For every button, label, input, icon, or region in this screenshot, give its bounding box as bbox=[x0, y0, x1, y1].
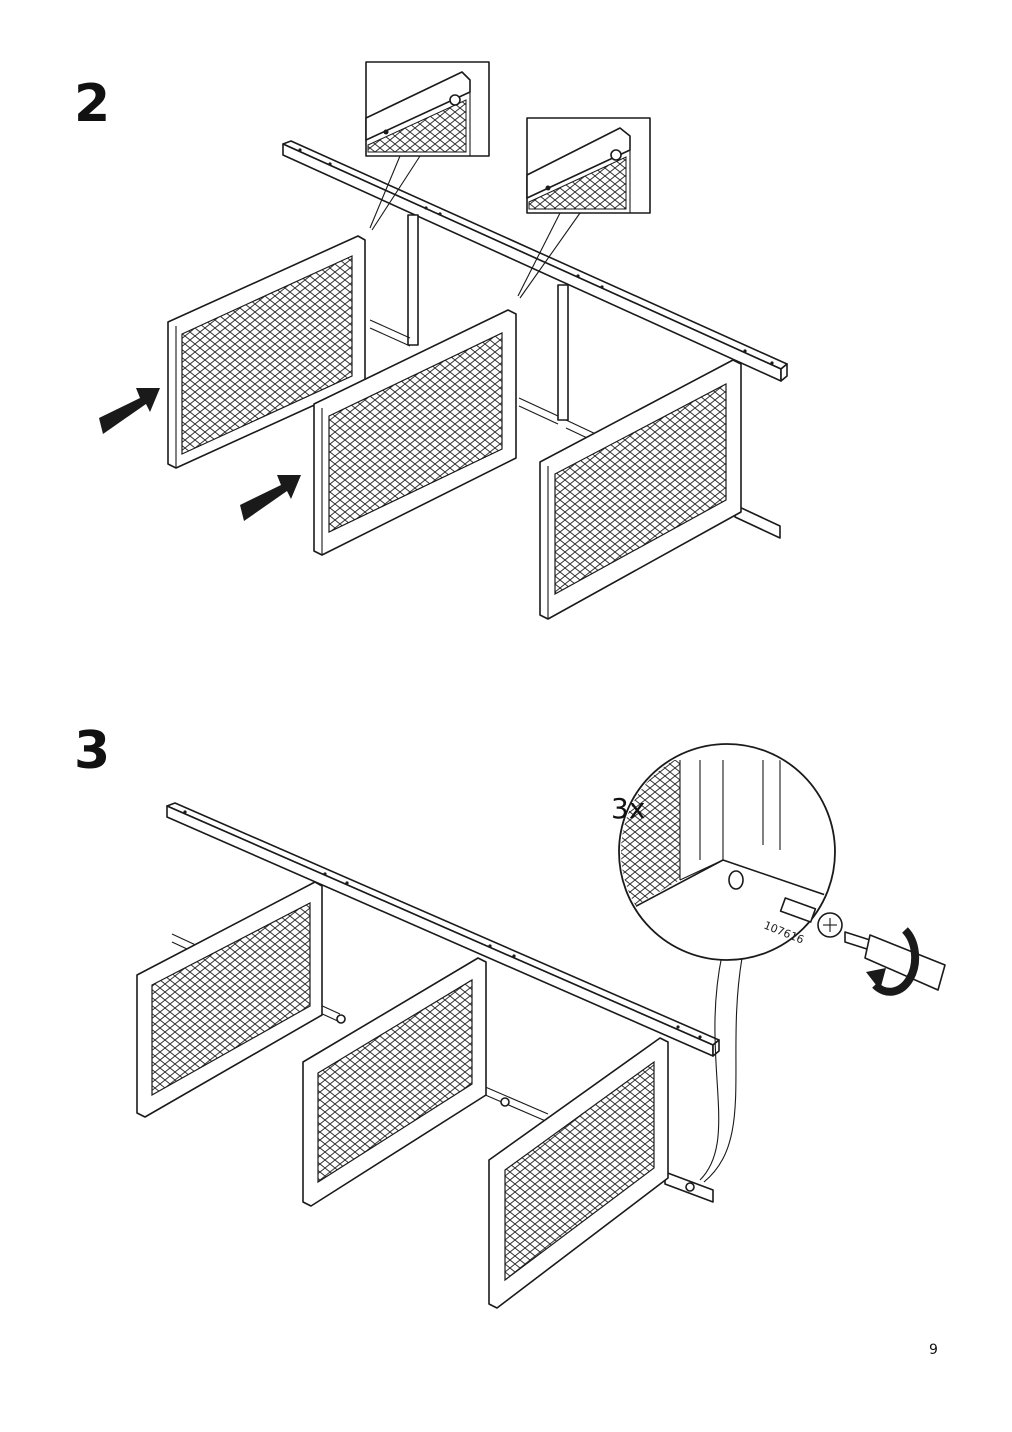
detail-callout-1 bbox=[365, 61, 490, 231]
mesh-panel-right-step3 bbox=[488, 1037, 669, 1309]
mesh-panel-left bbox=[167, 235, 366, 469]
mesh-panel-middle-step3 bbox=[302, 957, 487, 1207]
top-rail bbox=[282, 140, 788, 382]
detail-callout-2 bbox=[517, 117, 651, 299]
screw-icon bbox=[779, 897, 843, 938]
step-number: 3 bbox=[74, 721, 111, 781]
page-number: 9 bbox=[929, 1342, 938, 1358]
step-number: 2 bbox=[74, 74, 111, 134]
mesh-panel-middle bbox=[313, 309, 517, 556]
screwdriver-icon bbox=[844, 931, 946, 991]
push-arrow-icon bbox=[240, 475, 301, 521]
rotate-clockwise-icon bbox=[866, 927, 920, 996]
screw-icon bbox=[336, 1014, 695, 1192]
screw-quantity-label: 3x bbox=[611, 792, 646, 825]
push-arrow-icon bbox=[99, 388, 160, 434]
top-rail-step3 bbox=[166, 802, 720, 1057]
step3-illustration: 107616 bbox=[136, 743, 946, 1309]
mesh-panel-right bbox=[539, 359, 742, 620]
mesh-panel-left-step3 bbox=[136, 881, 323, 1118]
step2-illustration bbox=[99, 61, 788, 620]
